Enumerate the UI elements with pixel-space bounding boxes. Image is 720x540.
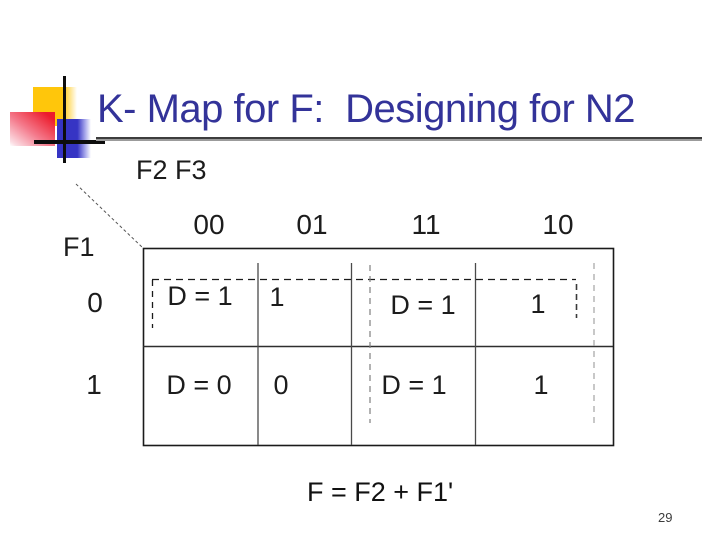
logo-cross-horizontal-line <box>34 140 105 144</box>
logo-blue-square <box>57 119 91 158</box>
kmap-cell-r0c3: 1 <box>530 289 546 319</box>
slide-title: K- Map for F: Designing for N2 <box>97 87 636 131</box>
logo-cross-vertical-line <box>63 76 66 163</box>
kmap-col-header-10: 10 <box>542 209 574 240</box>
kmap-col-header-11: 11 <box>411 209 441 240</box>
kmap-cell-r1c1: 0 <box>273 370 289 400</box>
kmap-col-header-01: 01 <box>296 209 328 240</box>
kmap-cell-r1c2: D = 1 <box>381 370 447 400</box>
kmap-cell-r1c3: 1 <box>533 370 549 400</box>
kmap-row-label-1: 1 <box>86 369 102 400</box>
kmap-cell-r0c1: 1 <box>269 282 285 312</box>
title-underline <box>96 137 702 141</box>
output-formula: F = F2 + F1' <box>307 477 454 507</box>
kmap-col-header-00: 00 <box>193 209 225 240</box>
kmap-cell-r1c0: D = 0 <box>166 370 232 400</box>
kmap-side-var-label: F1 <box>63 232 95 262</box>
page-number: 29 <box>658 510 673 525</box>
kmap-cell-r0c2: D = 1 <box>390 290 456 320</box>
kmap-top-vars-label: F2 F3 <box>136 155 207 185</box>
kmap-row-label-0: 0 <box>87 287 103 318</box>
kmap-cell-r0c0: D = 1 <box>167 281 233 311</box>
